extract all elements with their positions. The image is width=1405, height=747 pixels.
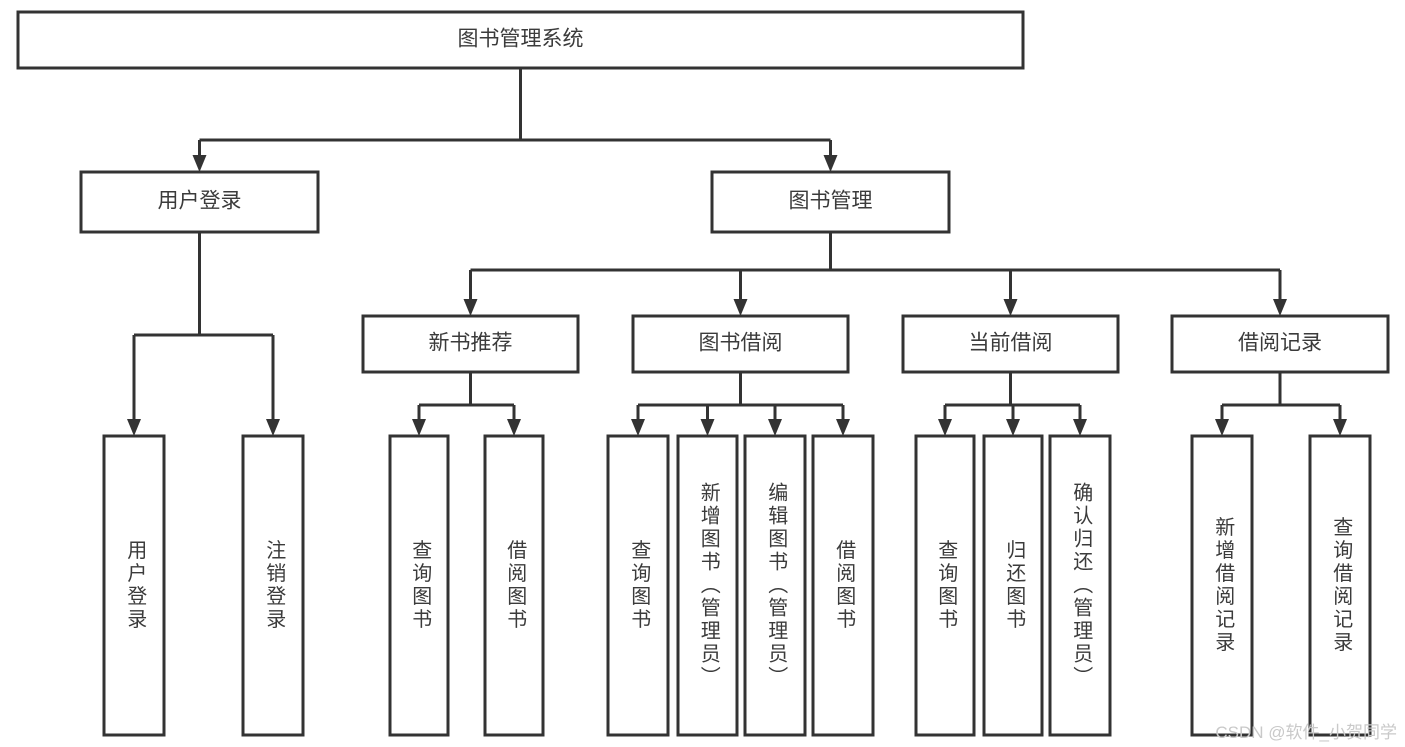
arrow-head-icon <box>1215 419 1229 436</box>
arrow-head-icon <box>631 419 645 436</box>
node-label: 当前借阅 <box>969 332 1053 355</box>
node-leaf-rec-add[interactable]: 新增借阅记录 <box>1190 434 1254 737</box>
node-label: 新增借阅记录 <box>1212 516 1235 654</box>
node-leaf-cur-confirm[interactable]: 确认归还（管理员） <box>1048 434 1112 737</box>
arrow-head-icon <box>836 419 850 436</box>
node-leaf-bo-edit[interactable]: 编辑图书（管理员） <box>743 434 807 737</box>
node-layer: 图书管理系统用户登录图书管理新书推荐图书借阅当前借阅借阅记录用户登录注销登录查询… <box>16 10 1390 737</box>
arrow-head-icon <box>733 299 748 316</box>
node-l2-current[interactable]: 当前借阅 <box>901 314 1120 374</box>
node-label: 借阅记录 <box>1238 332 1322 355</box>
node-box <box>631 314 850 374</box>
node-leaf-cur-query[interactable]: 查询图书 <box>914 434 976 737</box>
node-box <box>79 170 320 234</box>
node-box <box>1170 314 1390 374</box>
node-box <box>676 434 739 737</box>
node-label: 图书管理系统 <box>458 28 584 51</box>
arrow-head-icon <box>768 419 782 436</box>
arrow-head-icon <box>463 299 478 316</box>
node-label: 查询图书 <box>935 539 958 631</box>
node-label: 归还图书 <box>1003 539 1026 631</box>
node-label: 新书推荐 <box>429 332 513 355</box>
arrow-head-icon <box>1003 299 1018 316</box>
connector-layer <box>127 68 1347 436</box>
node-box <box>914 434 976 737</box>
arrow-head-icon <box>412 419 426 436</box>
arrow-head-icon <box>127 419 141 436</box>
node-label: 注销登录 <box>263 539 286 631</box>
node-label: 查询图书 <box>409 539 432 631</box>
node-label: 用户登录 <box>158 190 242 213</box>
node-box <box>361 314 580 374</box>
node-l2-record[interactable]: 借阅记录 <box>1170 314 1390 374</box>
node-leaf-user-login[interactable]: 用户登录 <box>102 434 166 737</box>
arrow-head-icon <box>700 419 715 436</box>
node-leaf-cur-return[interactable]: 归还图书 <box>982 434 1044 737</box>
node-box <box>982 434 1044 737</box>
node-l2-new[interactable]: 新书推荐 <box>361 314 580 374</box>
node-label: 新增图书（管理员） <box>697 482 720 689</box>
node-box <box>811 434 875 737</box>
node-box <box>901 314 1120 374</box>
node-box <box>388 434 450 737</box>
node-label: 图书管理 <box>789 190 873 213</box>
node-box <box>743 434 807 737</box>
node-label: 查询借阅记录 <box>1330 516 1353 654</box>
arrow-head-icon <box>823 155 838 172</box>
node-root[interactable]: 图书管理系统 <box>16 10 1025 70</box>
node-l2-borrow[interactable]: 图书借阅 <box>631 314 850 374</box>
arrow-head-icon <box>266 419 280 436</box>
node-label: 借阅图书 <box>504 539 527 631</box>
node-leaf-bo-query[interactable]: 查询图书 <box>606 434 670 737</box>
arrow-head-icon <box>1006 419 1020 436</box>
node-l1-book[interactable]: 图书管理 <box>710 170 951 234</box>
arrow-head-icon <box>1333 419 1347 436</box>
node-box <box>241 434 305 737</box>
node-box <box>1048 434 1112 737</box>
arrow-head-icon <box>938 419 952 436</box>
arrow-head-icon <box>192 155 207 172</box>
node-box <box>102 434 166 737</box>
node-box <box>1308 434 1372 737</box>
node-leaf-bo-borrow[interactable]: 借阅图书 <box>811 434 875 737</box>
node-leaf-new-query[interactable]: 查询图书 <box>388 434 450 737</box>
node-label: 借阅图书 <box>833 539 856 631</box>
node-label: 查询图书 <box>628 539 651 631</box>
arrow-head-icon <box>507 419 521 436</box>
node-box <box>483 434 545 737</box>
node-leaf-new-borrow[interactable]: 借阅图书 <box>483 434 545 737</box>
node-leaf-user-logout[interactable]: 注销登录 <box>241 434 305 737</box>
node-box <box>710 170 951 234</box>
node-l1-user[interactable]: 用户登录 <box>79 170 320 234</box>
node-label: 编辑图书（管理员） <box>765 482 788 689</box>
node-box <box>1190 434 1254 737</box>
node-label: 用户登录 <box>124 540 147 632</box>
arrow-head-icon <box>1273 299 1287 316</box>
node-label: 确认归还（管理员） <box>1070 482 1093 689</box>
node-leaf-rec-query[interactable]: 查询借阅记录 <box>1308 434 1372 737</box>
node-label: 图书借阅 <box>699 332 783 355</box>
node-box <box>606 434 670 737</box>
arrow-head-icon <box>1073 419 1087 436</box>
node-leaf-bo-add[interactable]: 新增图书（管理员） <box>676 434 739 737</box>
node-box <box>16 10 1025 70</box>
